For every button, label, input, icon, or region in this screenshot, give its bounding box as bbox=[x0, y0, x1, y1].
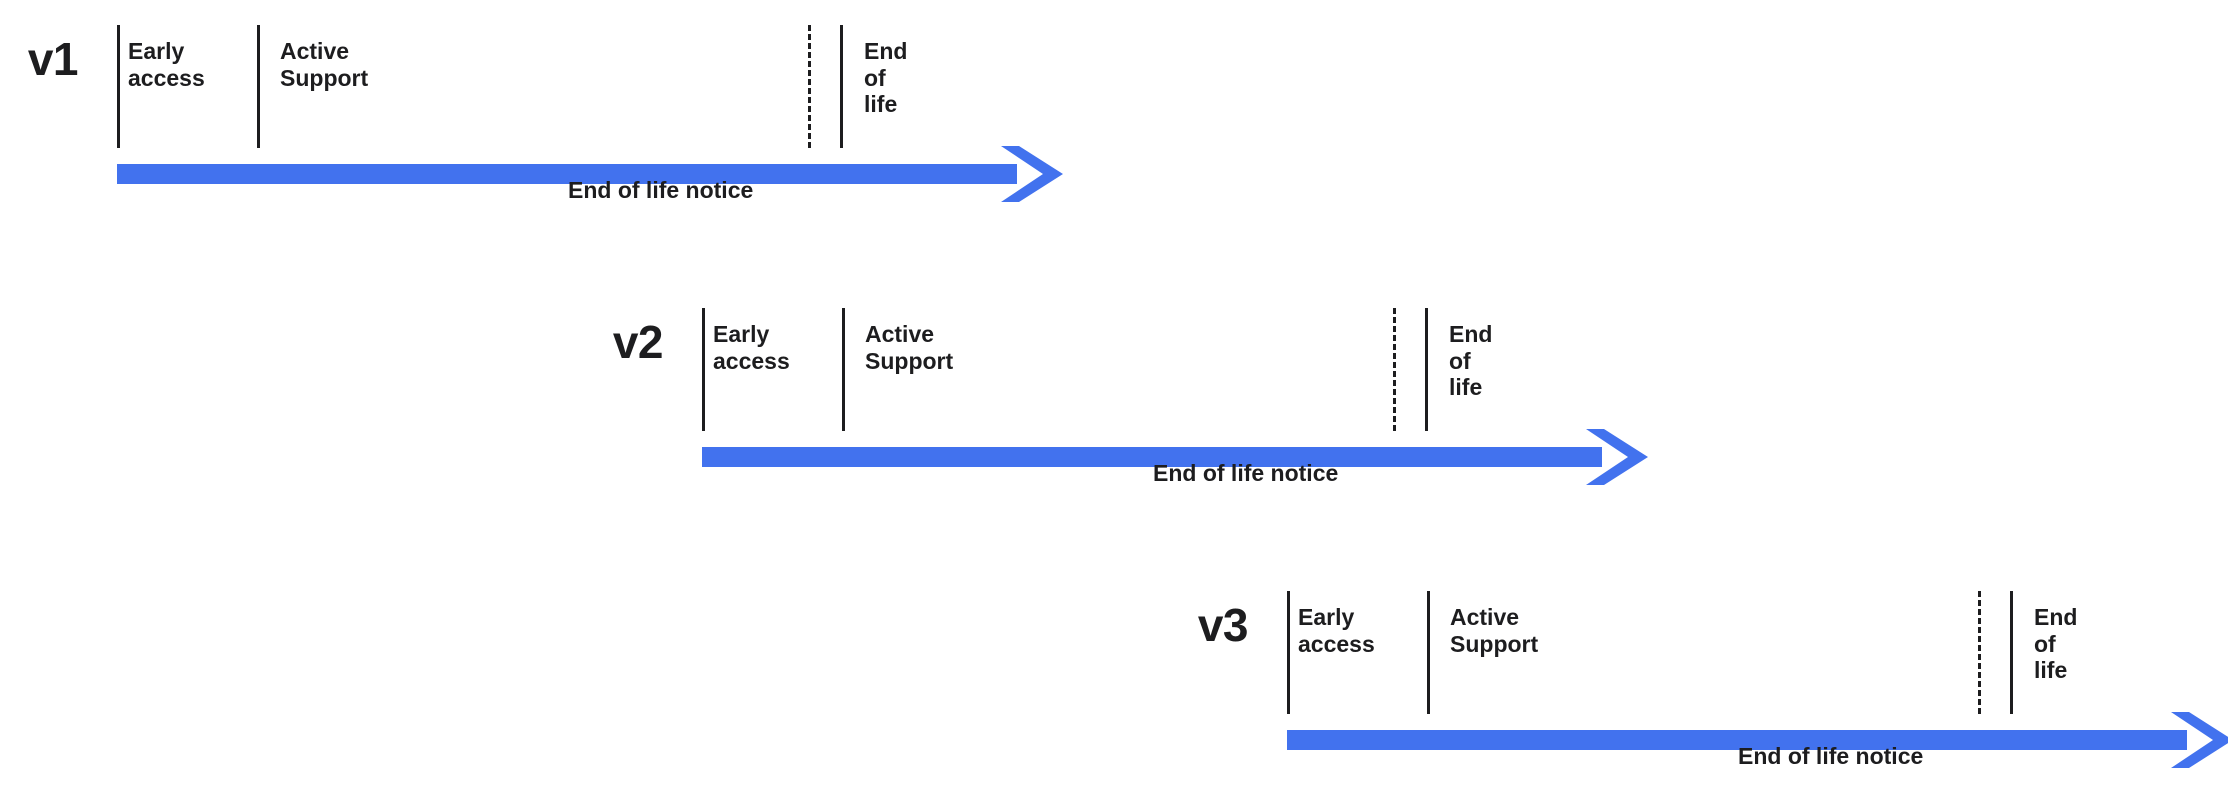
lifespan-arrow-v2 bbox=[702, 429, 1648, 485]
phase-rule-end-of-life-notice-start bbox=[1978, 591, 1981, 714]
phase-caption-end-of-life: End of life bbox=[864, 38, 908, 118]
phase-rule-early-access-start bbox=[1287, 591, 1290, 714]
phase-rule-end-of-life-start bbox=[1425, 308, 1428, 431]
version-label-v3: v3 bbox=[1197, 599, 1249, 651]
arrow-head-icon bbox=[2171, 712, 2228, 768]
phase-rule-early-access-start bbox=[702, 308, 705, 431]
phase-rule-active-support-start bbox=[257, 25, 260, 148]
version-label-v1: v1 bbox=[27, 33, 79, 85]
phase-rule-end-of-life-start bbox=[840, 25, 843, 148]
phase-rule-active-support-start bbox=[1427, 591, 1430, 714]
phase-rule-active-support-start bbox=[842, 308, 845, 431]
phase-rule-end-of-life-start bbox=[2010, 591, 2013, 714]
phase-caption-early-access: Early access bbox=[713, 321, 790, 374]
arrow-shaft bbox=[117, 164, 1017, 184]
phase-caption-active-support: Active Support bbox=[865, 321, 954, 374]
end-of-life-notice-caption-v3: End of life notice bbox=[1738, 743, 1924, 769]
arrow-shaft bbox=[1287, 730, 2187, 750]
version-label-v2: v2 bbox=[612, 316, 664, 368]
end-of-life-notice-caption-v1: End of life notice bbox=[568, 177, 754, 203]
lifespan-arrow-v1 bbox=[117, 146, 1063, 202]
phase-caption-active-support: Active Support bbox=[1450, 604, 1539, 657]
phase-caption-end-of-life: End of life bbox=[2034, 604, 2078, 684]
phase-caption-active-support: Active Support bbox=[280, 38, 369, 91]
phase-caption-early-access: Early access bbox=[1298, 604, 1375, 657]
phase-rule-early-access-start bbox=[117, 25, 120, 148]
phase-rule-end-of-life-notice-start bbox=[808, 25, 811, 148]
phase-caption-end-of-life: End of life bbox=[1449, 321, 1493, 401]
arrow-head-icon bbox=[1586, 429, 1648, 485]
end-of-life-notice-caption-v2: End of life notice bbox=[1153, 460, 1339, 486]
phase-rule-end-of-life-notice-start bbox=[1393, 308, 1396, 431]
phase-caption-early-access: Early access bbox=[128, 38, 205, 91]
arrow-shaft bbox=[702, 447, 1602, 467]
lifespan-arrow-v3 bbox=[1287, 712, 2228, 768]
arrow-head-icon bbox=[1001, 146, 1063, 202]
